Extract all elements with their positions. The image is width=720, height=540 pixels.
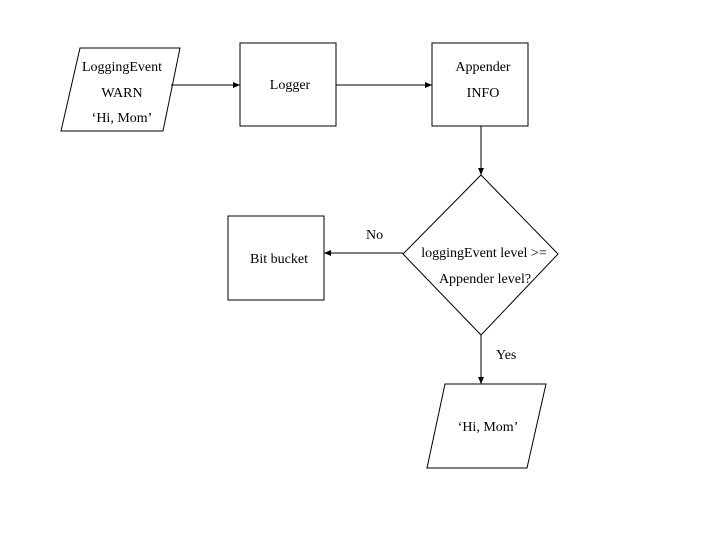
logger-node: Logger <box>239 42 337 127</box>
output-label: ‘Hi, Mom’ <box>458 420 519 435</box>
yes-edge-label: Yes <box>496 348 516 363</box>
logger-label: Logger <box>270 78 311 93</box>
logging-event-level: WARN <box>101 86 142 101</box>
appender-title: Appender <box>455 60 511 75</box>
decision-line-1: loggingEvent level >= <box>421 246 547 261</box>
logging-event-message: ‘Hi, Mom’ <box>92 111 153 126</box>
no-edge-label: No <box>366 228 383 243</box>
bit-bucket-shape <box>227 215 325 301</box>
decision-line-2: Appender level? <box>439 272 531 287</box>
output-node: ‘Hi, Mom’ <box>426 383 547 469</box>
appender-level: INFO <box>467 86 500 101</box>
appender-node: Appender INFO <box>431 42 529 127</box>
bit-bucket-label: Bit bucket <box>250 252 308 267</box>
output-shape <box>426 383 547 469</box>
logger-shape <box>239 42 337 127</box>
decision-node: loggingEvent level >= Appender level? <box>402 174 559 336</box>
logging-event-shape <box>60 47 181 132</box>
logging-event-title: LoggingEvent <box>82 60 162 75</box>
logging-event-node: LoggingEvent WARN ‘Hi, Mom’ <box>60 47 181 132</box>
appender-shape <box>431 42 529 127</box>
bit-bucket-node: Bit bucket <box>227 215 325 301</box>
